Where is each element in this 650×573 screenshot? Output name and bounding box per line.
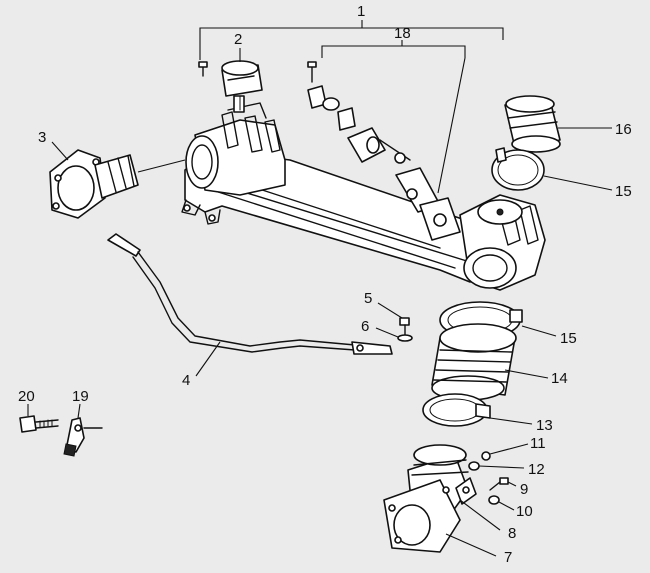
callout-20: 20 <box>18 388 35 405</box>
subassembly-18-bracket <box>321 40 466 194</box>
clamp-15-top <box>491 147 613 191</box>
callout-labels: 1 2 3 4 5 6 7 8 9 10 11 12 13 14 15 15 1… <box>18 3 632 566</box>
callout-15-middle: 15 <box>560 330 577 347</box>
washer-12 <box>468 461 525 471</box>
callout-18: 18 <box>394 25 411 42</box>
callout-3: 3 <box>38 129 46 146</box>
callout-9: 9 <box>520 481 528 498</box>
callout-13: 13 <box>536 417 553 434</box>
screw-5 <box>377 302 410 336</box>
callout-12: 12 <box>528 461 545 478</box>
callout-16: 16 <box>615 121 632 138</box>
linkage-18 <box>307 61 461 241</box>
left-throttle-bore <box>185 95 286 196</box>
callout-2: 2 <box>234 31 242 48</box>
nut-11 <box>481 443 529 461</box>
callout-8: 8 <box>508 525 516 542</box>
bracket-19 <box>63 403 103 457</box>
hose-14 <box>431 323 549 401</box>
callout-14: 14 <box>551 370 568 387</box>
rod-4 <box>107 233 393 377</box>
callout-5: 5 <box>364 290 372 307</box>
washer-6 <box>375 327 413 342</box>
sleeve-16 <box>504 95 612 153</box>
callout-6: 6 <box>361 318 369 335</box>
intake-neck-3 <box>49 141 186 219</box>
clamp-13 <box>422 393 533 427</box>
right-throttle-bore <box>459 194 546 291</box>
flange-7 <box>383 479 497 557</box>
screw-near-2 <box>198 61 208 77</box>
bolt-20 <box>19 404 59 433</box>
callout-4: 4 <box>182 372 190 389</box>
callout-7: 7 <box>504 549 512 566</box>
callout-10: 10 <box>516 503 533 520</box>
callout-19: 19 <box>72 388 89 405</box>
cap-2 <box>221 48 263 111</box>
callout-15-top: 15 <box>615 183 632 200</box>
screw-9 <box>489 477 517 491</box>
assembly-1-bracket <box>199 20 504 60</box>
washer-10 <box>488 495 515 511</box>
callout-1: 1 <box>357 3 365 20</box>
callout-11: 11 <box>530 435 546 452</box>
